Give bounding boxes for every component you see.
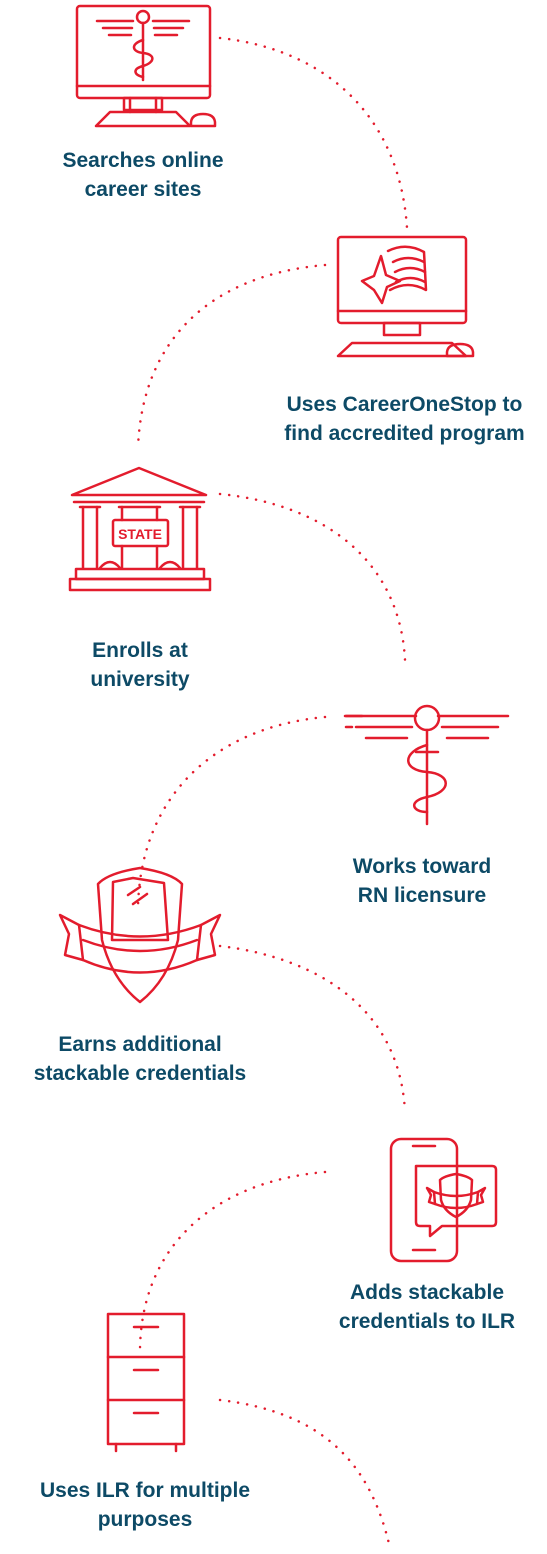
file-cabinet-icon [106, 1312, 186, 1453]
step-4-line-1: Works toward [352, 855, 492, 878]
step-4-line-2: RN licensure [357, 884, 487, 907]
connector-5-6 [218, 944, 407, 1114]
step-2-line-2: find accredited program [284, 422, 525, 445]
computer-flag-star-icon [336, 235, 475, 358]
step-label-enrolls: Enrolls at university [60, 636, 220, 694]
connector-6-7 [138, 1170, 327, 1354]
step-label-adds-credentials: Adds stackable credentials to ILR [312, 1278, 542, 1336]
step-label-careeronestop: Uses CareerOneStop to find accredited pr… [262, 390, 547, 448]
credential-badge-icon [58, 866, 222, 1004]
caduceus-icon [343, 704, 510, 826]
step-3-line-2: university [90, 668, 190, 691]
step-3-line-1: Enrolls at [92, 639, 188, 662]
step-7-line-1: Uses ILR for multiple [39, 1479, 251, 1502]
step-7-line-2: purposes [97, 1508, 193, 1531]
connector-7-end [218, 1398, 392, 1550]
step-1-line-2: career sites [84, 178, 202, 201]
step-2-line-1: Uses CareerOneStop to [286, 393, 523, 416]
step-label-searches: Searches online career sites [43, 146, 243, 204]
step-label-earns-credentials: Earns additional stackable credentials [5, 1030, 275, 1088]
step-6-line-2: credentials to ILR [338, 1310, 516, 1333]
step-label-rn-licensure: Works toward RN licensure [322, 852, 522, 910]
university-building-icon [68, 466, 212, 592]
step-6-line-1: Adds stackable [349, 1281, 505, 1304]
state-badge-text: STATE [118, 526, 162, 542]
connector-3-4 [218, 492, 407, 662]
step-1-line-1: Searches online [62, 149, 224, 172]
step-label-uses-ilr: Uses ILR for multiple purposes [14, 1476, 276, 1534]
connector-4-5 [136, 715, 327, 910]
connector-1-2 [218, 36, 409, 230]
computer-caduceus-icon [75, 4, 217, 128]
step-5-line-2: stackable credentials [33, 1062, 247, 1085]
phone-credential-icon [389, 1137, 498, 1263]
step-5-line-1: Earns additional [58, 1033, 222, 1056]
